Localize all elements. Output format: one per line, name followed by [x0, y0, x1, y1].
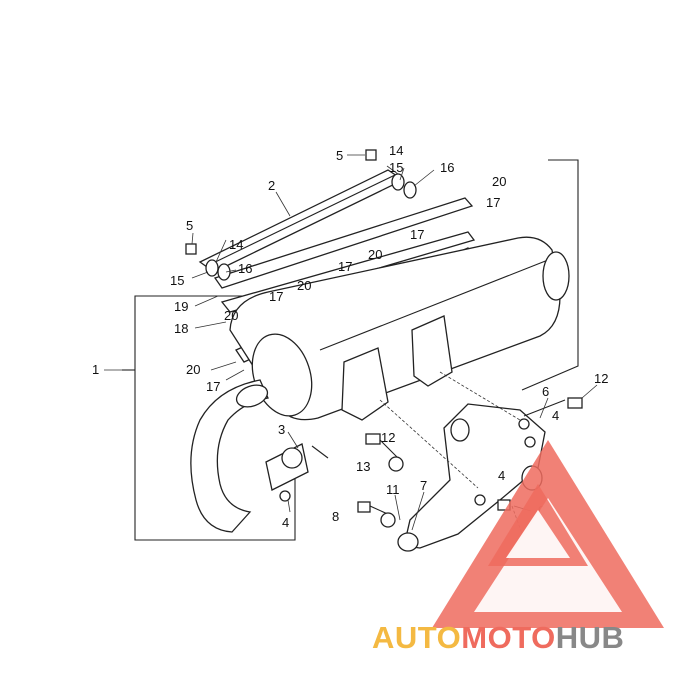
label-17-d: 17 [269, 289, 283, 304]
label-7: 7 [420, 478, 427, 493]
label-5-top: 5 [336, 148, 343, 163]
part-labels: 1 2 3 4 4 4 5 5 6 7 8 9 10 11 12 12 13 1… [92, 143, 608, 546]
leader-lines [104, 154, 598, 549]
label-12-mid: 12 [381, 430, 395, 445]
label-17-c: 17 [338, 259, 352, 274]
label-20-c: 20 [297, 278, 311, 293]
label-17-e: 17 [206, 379, 220, 394]
label-12-right: 12 [594, 371, 608, 386]
label-13: 13 [356, 459, 370, 474]
label-20-d: 20 [224, 308, 238, 323]
label-18: 18 [174, 321, 188, 336]
label-4-nut: 4 [498, 468, 505, 483]
label-5-left: 5 [186, 218, 193, 233]
label-1: 1 [92, 362, 99, 377]
label-11: 11 [386, 482, 400, 497]
label-2: 2 [268, 178, 275, 193]
label-14-top: 14 [389, 143, 403, 158]
label-14-left: 14 [229, 237, 243, 252]
label-4-bracket: 4 [552, 408, 559, 423]
label-6: 6 [542, 384, 549, 399]
label-16-left: 16 [238, 261, 252, 276]
muffler-mount-tabs [341, 315, 453, 421]
label-17-b: 17 [410, 227, 424, 242]
label-20-b: 20 [368, 247, 382, 262]
label-3: 3 [278, 422, 285, 437]
exhaust-flange [265, 443, 329, 502]
label-15-top: 15 [389, 160, 403, 175]
label-19: 19 [174, 299, 188, 314]
watermark-moto: MOTO [461, 620, 555, 655]
label-4-flange: 4 [282, 515, 289, 530]
label-20-e: 20 [186, 362, 200, 377]
label-15-left: 15 [170, 273, 184, 288]
watermark-text: AUTOMOTOHUB [372, 620, 624, 655]
assembly-bracket [122, 159, 579, 541]
label-8: 8 [332, 509, 339, 524]
label-16-top: 16 [440, 160, 454, 175]
watermark-hub: HUB [556, 620, 625, 655]
automotohub-watermark: AUTOMOTOHUB [372, 440, 664, 655]
label-17-a: 17 [486, 195, 500, 210]
exhaust-pipe [190, 379, 269, 533]
watermark-triangle-logo [432, 440, 664, 628]
label-20-a: 20 [492, 174, 506, 189]
watermark-auto: AUTO [372, 620, 461, 655]
